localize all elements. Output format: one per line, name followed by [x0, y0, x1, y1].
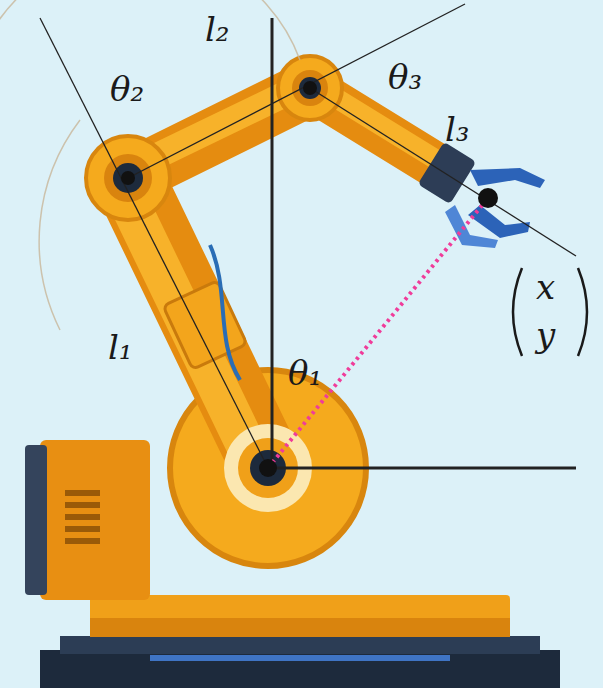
arm-module	[163, 281, 247, 370]
side-handle	[25, 445, 47, 595]
upper-arm-highlight	[120, 184, 258, 470]
base-light	[150, 655, 450, 661]
joint	[86, 56, 342, 512]
motion-arc	[39, 120, 80, 330]
base-foot	[40, 650, 560, 688]
joint-dot	[121, 81, 498, 477]
gripper	[418, 142, 545, 248]
side-housing	[40, 440, 150, 600]
math-label: θ₃	[388, 60, 422, 94]
math-label: x	[536, 270, 555, 304]
base-plate-shade	[90, 618, 510, 637]
vector-bracket	[513, 268, 522, 356]
math-label: θ₂	[110, 72, 144, 106]
vector-bracket	[578, 268, 587, 356]
math-label: l₂	[205, 12, 230, 46]
cable	[210, 245, 240, 380]
math-label: y	[536, 318, 555, 352]
vent	[65, 490, 100, 544]
geometry-line	[40, 4, 576, 468]
reach-line	[268, 198, 488, 468]
math-label: θ₁	[288, 356, 322, 390]
base-plate	[90, 595, 510, 637]
math-label: l₁	[108, 330, 133, 364]
base-foot-top	[60, 636, 540, 654]
math-label: l₃	[445, 112, 470, 146]
